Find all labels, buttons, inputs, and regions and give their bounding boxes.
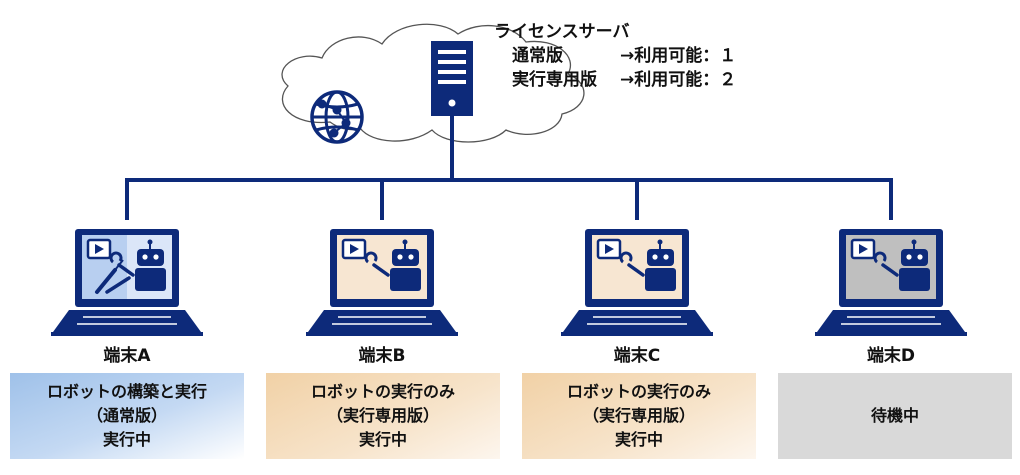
terminal-b-status: ロボットの実行のみ （実行専用版） 実行中 — [266, 373, 500, 459]
globe-icon — [310, 90, 364, 144]
laptop-icon — [561, 229, 713, 336]
license-row-exec-only: 実行専用版 →利用可能：２ — [494, 68, 736, 92]
status-line: 実行中 — [358, 430, 407, 449]
terminal-a-label: 端末A — [103, 346, 151, 366]
license-row-normal: 通常版 →利用可能：１ — [494, 44, 736, 68]
robot-icon — [390, 239, 421, 291]
license-availability: →利用可能：１ — [620, 46, 737, 66]
terminal-c-status: ロボットの実行のみ （実行専用版） 実行中 — [522, 373, 756, 459]
status-line: （実行専用版） — [582, 406, 695, 425]
terminal-d-label: 端末D — [866, 346, 916, 366]
play-icon — [86, 238, 112, 260]
status-line: ロボットの構築と実行 — [46, 382, 207, 401]
robot-icon — [645, 239, 676, 291]
license-availability: →利用可能：２ — [620, 70, 737, 90]
status-line: ロボットの実行のみ — [310, 382, 455, 401]
status-line: 待機中 — [870, 406, 919, 425]
terminal-c-label: 端末C — [613, 346, 661, 366]
terminal-b-label: 端末B — [358, 346, 406, 366]
wrench-icon — [364, 251, 390, 277]
laptop-icon — [815, 229, 967, 336]
network-lines — [125, 116, 893, 220]
license-edition: 実行専用版 — [512, 70, 597, 90]
screwdriver-icon — [95, 259, 124, 294]
play-icon — [341, 238, 367, 260]
license-server-label: ライセンスサーバ 通常版 →利用可能：１ 実行専用版 →利用可能：２ — [494, 20, 736, 92]
license-edition: 通常版 — [512, 46, 563, 66]
play-icon — [850, 238, 876, 260]
server-icon — [431, 41, 473, 116]
laptop-icon — [51, 229, 203, 336]
robot-icon — [899, 239, 930, 291]
play-icon — [596, 238, 622, 260]
status-line: ロボットの実行のみ — [566, 382, 711, 401]
wrench-icon — [109, 251, 135, 277]
status-line: 実行中 — [614, 430, 663, 449]
terminal-d-status: 待機中 — [778, 373, 1012, 459]
license-server-title: ライセンスサーバ — [494, 22, 630, 42]
laptop-icon — [306, 229, 458, 336]
status-line: 実行中 — [102, 430, 151, 449]
wrench-icon — [619, 251, 645, 277]
status-line: （通常版） — [86, 406, 167, 425]
terminal-a-status: ロボットの構築と実行 （通常版） 実行中 — [10, 373, 244, 459]
wrench-icon — [105, 276, 131, 294]
status-line: （実行専用版） — [326, 406, 439, 425]
wrench-icon — [873, 251, 899, 277]
robot-icon — [135, 239, 166, 291]
